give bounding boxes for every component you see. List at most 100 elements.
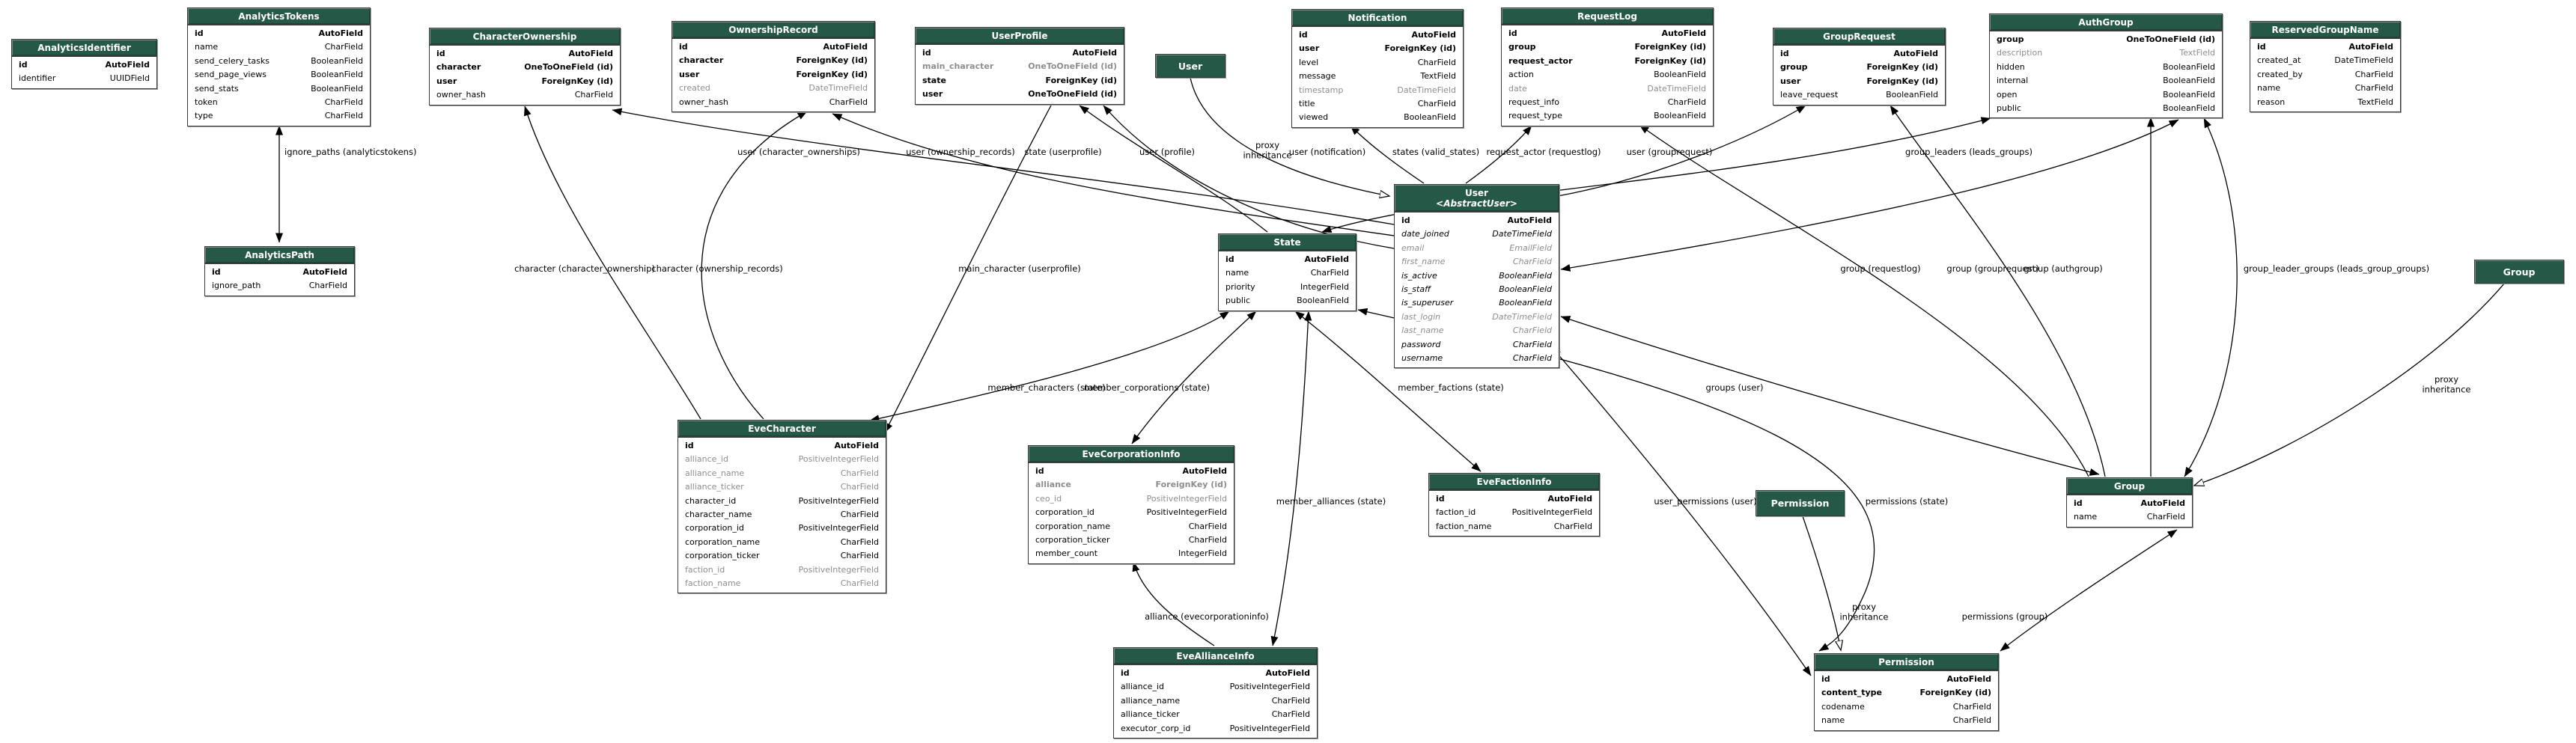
field-type: CharField	[840, 510, 879, 520]
field-type: AutoField	[1411, 30, 1456, 40]
field-name: group	[1508, 42, 1536, 52]
field-type: CharField	[840, 482, 879, 492]
field-type: CharField	[1417, 99, 1456, 109]
field-name: date	[1508, 83, 1527, 94]
edge-path-18	[1560, 316, 2100, 476]
field-type: ForeignKey (id)	[1634, 55, 1706, 66]
edge-label: group (grouprequest)	[1946, 263, 2038, 274]
field-name: character_id	[685, 495, 737, 506]
field-name: id	[436, 49, 445, 58]
edge-label: main_character (userprofile)	[958, 263, 1081, 274]
field-type: DateTimeField	[1492, 311, 1552, 322]
field-type: BooleanField	[2163, 61, 2215, 72]
field-name: id	[1436, 494, 1445, 504]
edge-label: character (character_ownership)	[514, 263, 655, 274]
field-name: send_celery_tasks	[195, 55, 270, 66]
entity-title: AnalyticsTokens	[188, 8, 370, 25]
field-name: content_type	[1821, 688, 1882, 698]
field-type: ForeignKey (id)	[1384, 43, 1456, 54]
field-type: CharField	[1667, 97, 1706, 108]
field-name: corporation_name	[1035, 521, 1111, 531]
entity-title: Permission	[1815, 654, 1998, 671]
entity-title: AnalyticsPath	[205, 247, 354, 264]
field-type: PositiveIntegerField	[1511, 507, 1592, 518]
entity-title: GroupRequest	[1773, 28, 1945, 46]
edge-path-8	[1465, 125, 1532, 184]
field-type: PositiveIntegerField	[1229, 682, 1310, 692]
field-type: BooleanField	[1499, 298, 1552, 308]
entity-title: AnalyticsIdentifier	[12, 40, 156, 57]
entity-title: User<AbstractUser>	[1395, 185, 1559, 212]
field-type: DateTimeField	[809, 83, 868, 94]
field-name: group	[1997, 34, 2024, 44]
field-name: send_page_views	[195, 70, 267, 80]
field-type: ForeignKey (id)	[1634, 42, 1706, 52]
entity-title: RequestLog	[1502, 8, 1713, 25]
field-type: PositiveIntegerField	[1146, 493, 1227, 504]
field-name: created_by	[2257, 69, 2303, 79]
field-type: OneToOneField (id)	[1028, 89, 1117, 100]
field-type: BooleanField	[1297, 296, 1349, 306]
edge-label: group_leaders (leads_groups)	[1905, 147, 2033, 157]
field-type: AutoField	[318, 28, 363, 38]
field-type: AutoField	[1265, 668, 1310, 678]
field-type: AutoField	[1507, 215, 1552, 225]
field-row-request_info: request_info CharField	[1502, 96, 1713, 109]
field-type: CharField	[1512, 257, 1552, 267]
edge-label: member_characters (state)	[987, 382, 1105, 393]
field-row-group: group ForeignKey (id)	[1502, 40, 1713, 54]
field-type: CharField	[840, 551, 879, 561]
field-name: user	[679, 69, 700, 79]
field-name: alliance_id	[1121, 682, 1164, 692]
field-name: id	[195, 28, 204, 38]
field-type: AutoField	[834, 441, 879, 450]
field-name: name	[1821, 715, 1845, 726]
field-name: created_at	[2257, 55, 2301, 66]
field-type: CharField	[2354, 83, 2393, 94]
field-name: token	[195, 97, 218, 108]
field-type: AutoField	[568, 49, 613, 58]
edge-path-3	[1079, 105, 1268, 233]
field-name: password	[1401, 339, 1441, 349]
field-type: BooleanField	[2163, 76, 2215, 86]
field-type: PositiveIntegerField	[798, 564, 879, 575]
field-type: CharField	[1188, 521, 1227, 531]
field-name: request_info	[1508, 97, 1559, 108]
field-name: type	[195, 111, 213, 121]
edge-label: permissions (group)	[1962, 611, 2048, 622]
edge-label: state (userprofile)	[1024, 147, 1101, 157]
